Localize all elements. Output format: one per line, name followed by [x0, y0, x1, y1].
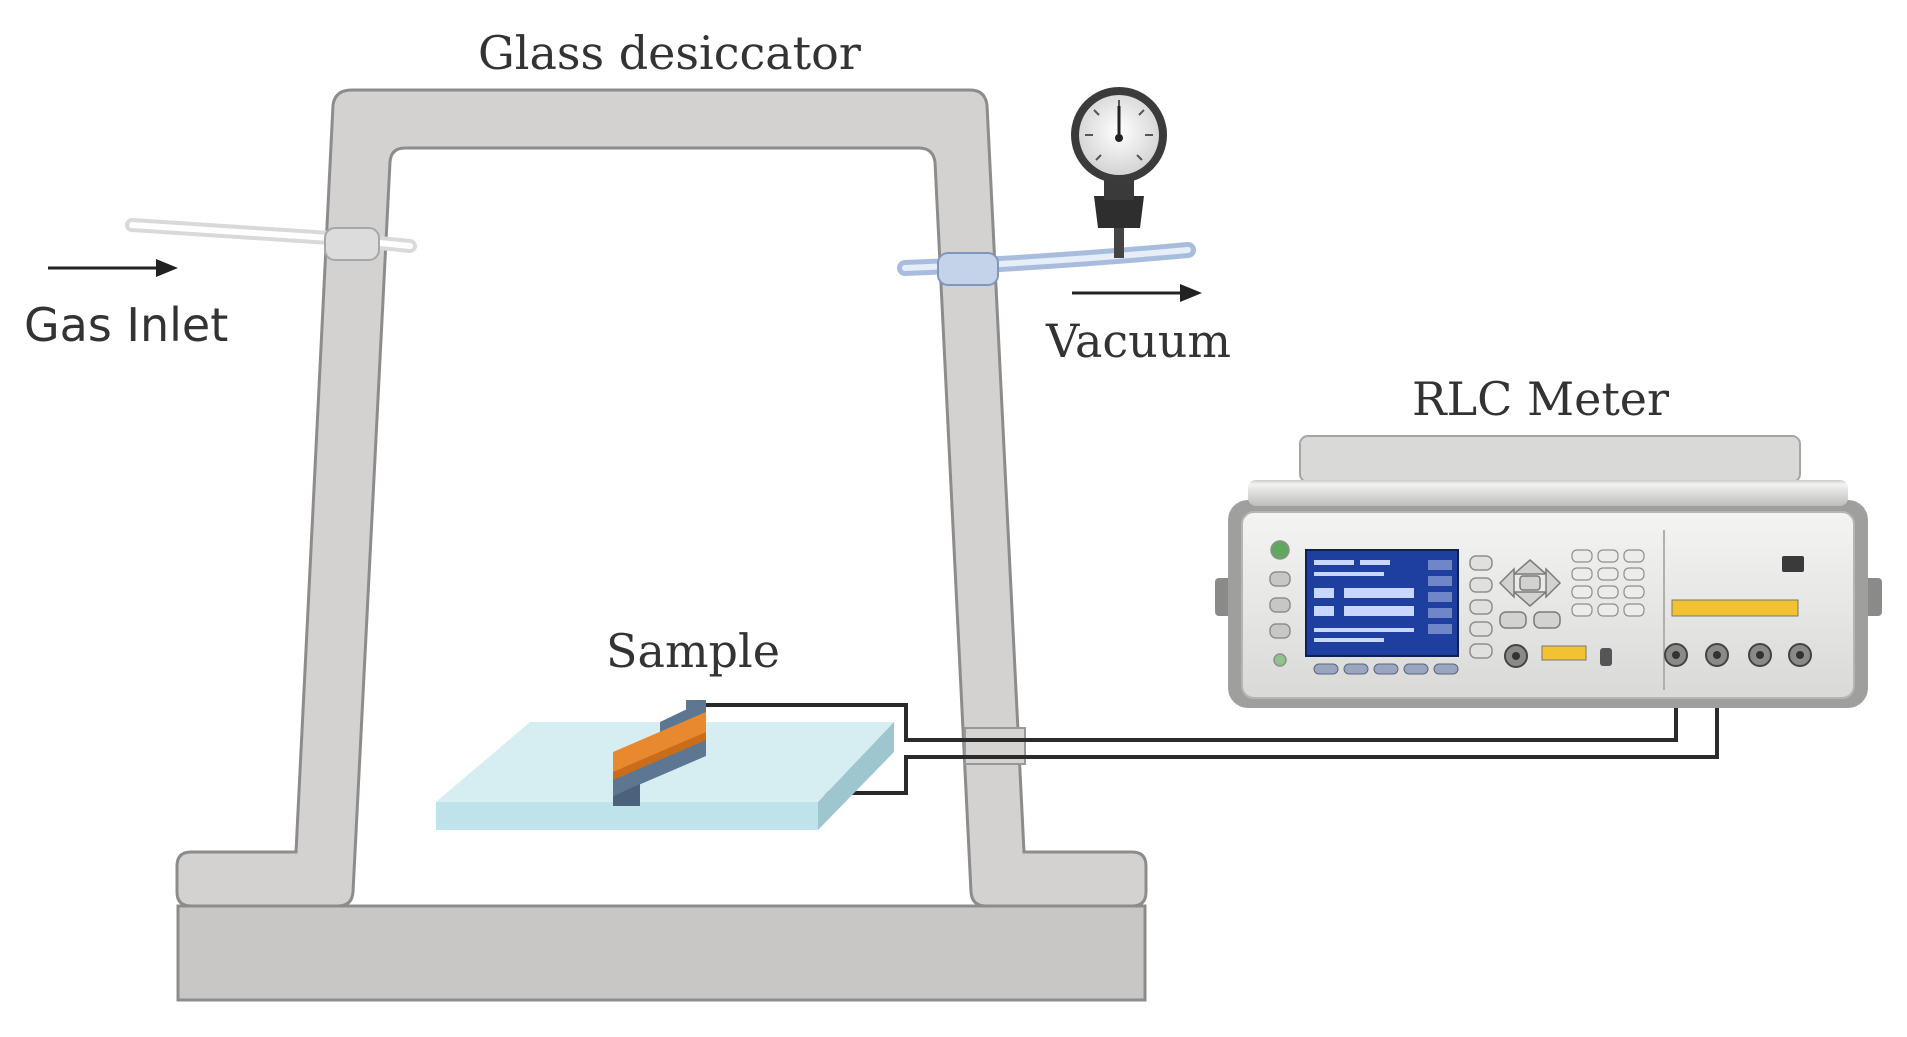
vacuum-tube-icon [897, 242, 1196, 286]
rlc-meter-label: RLC Meter [1412, 372, 1670, 426]
bnc-connector-icon [1504, 644, 1528, 668]
bnc-connector-icon [1664, 643, 1812, 667]
tube-icon [125, 218, 417, 261]
desiccator-label: Glass desiccator [478, 26, 861, 80]
desiccator-frame [175, 88, 1148, 908]
arrow-right-icon [48, 259, 178, 277]
gas-inlet-label: Gas Inlet [24, 298, 229, 352]
rlc-meter-icon [1215, 435, 1882, 708]
pressure-gauge-icon [1071, 87, 1167, 258]
sample-label: Sample [606, 624, 780, 678]
vacuum-label: Vacuum [1046, 314, 1232, 368]
sample-electrodes [613, 700, 706, 806]
arrow-right-icon [1072, 284, 1202, 302]
desiccator-base [176, 904, 1147, 1002]
